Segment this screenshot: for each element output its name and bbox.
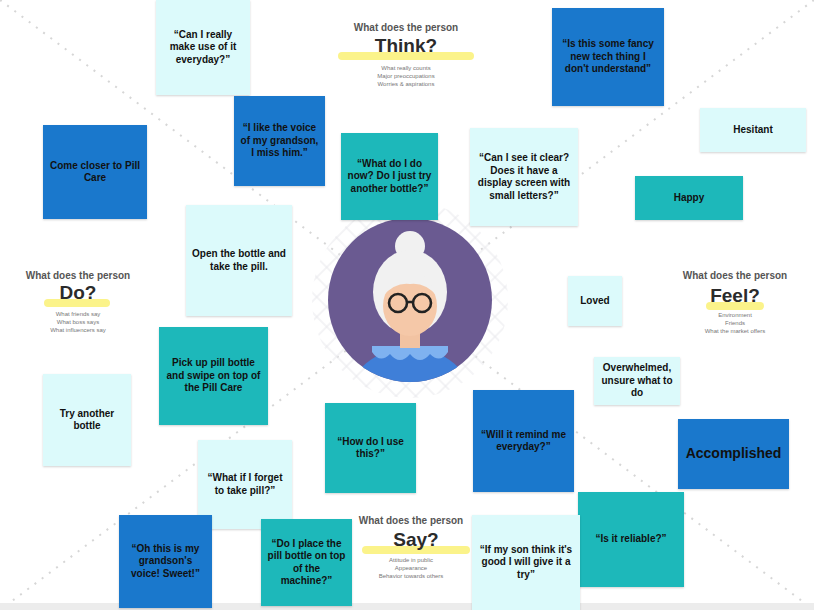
highlight-bars <box>44 52 764 554</box>
sticky-note: “I like the voice of my grandson, I miss… <box>234 96 325 186</box>
note-text: Loved <box>580 295 609 308</box>
note-text: “Can I really make use of it everyday?” <box>162 29 244 67</box>
note-text: “I like the voice of my grandson, I miss… <box>240 122 319 160</box>
note-text: “Will it remind me everyday?” <box>479 429 568 454</box>
avatar-glasses <box>413 294 431 312</box>
sticky-note: “Do I place the pill bottle on top of th… <box>261 519 352 606</box>
hint-text: What really counts <box>381 65 430 72</box>
hint-text: Attitude in public <box>389 557 433 564</box>
heading-keyword: Say? <box>393 530 438 551</box>
note-text: “Oh this is my grandson's voice! Sweet!” <box>125 543 206 581</box>
note-text: Come closer to Pill Care <box>49 160 141 185</box>
sticky-note: Open the bottle and take the pill. <box>186 205 292 316</box>
sticky-note: “If my son think it's good I will give i… <box>472 515 580 610</box>
sticky-note: Happy <box>635 176 743 220</box>
heading-text: What does the person <box>359 515 463 526</box>
note-text: Hesitant <box>733 124 772 137</box>
note-text: “Is this some fancy new tech thing I don… <box>558 38 658 76</box>
hint-text: Appearance <box>395 565 427 572</box>
sticky-note: “What do I do now? Do I just try another… <box>341 133 438 220</box>
hint-text: Worries & aspirations <box>378 81 435 88</box>
heading-keyword: Think? <box>375 36 437 57</box>
hint-text: What friends say <box>56 311 101 318</box>
sticky-note: Come closer to Pill Care <box>43 125 147 219</box>
sticky-note: Loved <box>568 276 622 326</box>
heading-text: What does the person <box>683 270 787 281</box>
sticky-note: “Can I really make use of it everyday?” <box>156 0 250 95</box>
note-text: “How do I use this?” <box>331 436 410 461</box>
note-text: Overwhelmed, unsure what to do <box>600 362 674 400</box>
avatar-glasses <box>407 301 413 303</box>
sticky-note: Overwhelmed, unsure what to do <box>594 357 680 405</box>
sticky-note: “Is this some fancy new tech thing I don… <box>552 8 664 106</box>
sticky-note: “Will it remind me everyday?” <box>473 390 574 492</box>
sticky-note: “How do I use this?” <box>325 403 416 493</box>
note-text: Accomplished <box>686 445 782 463</box>
hint-text: Behavior towards others <box>379 573 444 580</box>
note-text: “If my son think it's good I will give i… <box>478 544 574 582</box>
heading-text: What does the person <box>354 22 458 33</box>
hint-text: Major preoccupations <box>377 73 434 80</box>
note-text: “What do I do now? Do I just try another… <box>347 158 432 196</box>
sticky-note: Pick up pill bottle and swipe on top of … <box>159 327 268 425</box>
hint-text: What the market offers <box>705 328 766 335</box>
note-text: Open the bottle and take the pill. <box>192 248 286 273</box>
hint-text: What boss says <box>57 319 99 326</box>
note-text: Happy <box>674 192 705 205</box>
note-text: “What if I forget to take pill?” <box>204 472 286 497</box>
sticky-note: Hesitant <box>700 108 806 152</box>
hint-text: Environment <box>718 312 752 319</box>
sticky-note: “Oh this is my grandson's voice! Sweet!” <box>119 515 212 608</box>
hint-text: Friends <box>725 320 745 327</box>
note-text: Pick up pill bottle and swipe on top of … <box>165 357 262 395</box>
heading-keyword: Feel? <box>710 286 760 307</box>
note-text: Try another bottle <box>49 408 125 433</box>
sticky-note: “What if I forget to take pill?” <box>198 440 292 529</box>
avatar-collar <box>372 346 448 360</box>
avatar-fringe <box>383 272 437 296</box>
hint-text: What influencers say <box>50 327 106 334</box>
heading-keyword: Do? <box>60 283 97 304</box>
sticky-note: Accomplished <box>678 419 789 489</box>
avatar-glasses <box>389 294 407 312</box>
sticky-note: Try another bottle <box>43 374 131 466</box>
sticky-note: “Is it reliable?” <box>578 492 684 587</box>
note-text: “Can I see it clear? Does it have a disp… <box>476 152 572 202</box>
sticky-note: “Can I see it clear? Does it have a disp… <box>470 128 578 226</box>
heading-text: What does the person <box>26 270 130 281</box>
note-text: “Do I place the pill bottle on top of th… <box>267 538 346 588</box>
note-text: “Is it reliable?” <box>595 533 666 546</box>
